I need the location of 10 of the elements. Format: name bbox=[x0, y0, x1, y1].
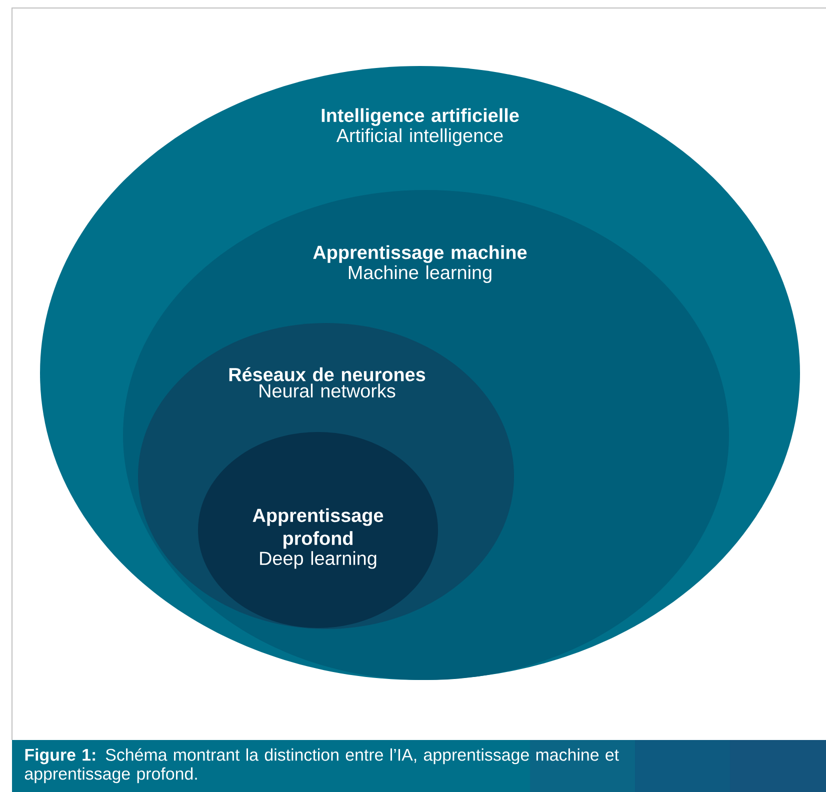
ellipse bbox=[198, 432, 438, 628]
subheading: Deep learning bbox=[260, 551, 376, 569]
heading: Apprentissage machine bbox=[313, 245, 527, 263]
heading: Réseaux de neurones bbox=[229, 367, 426, 382]
heading: Apprentissage profond bbox=[252, 508, 384, 549]
subheading: Neural networks bbox=[260, 384, 396, 398]
subheading: Artificial intelligence bbox=[336, 128, 503, 146]
caption: Figure 1: Schéma montrant la distinction entre l’IA, apprentissage machine et apprentissage profond. bbox=[24, 748, 619, 784]
subheading: Machine learning bbox=[348, 265, 492, 283]
heading: Intelligence artificielle bbox=[322, 108, 519, 126]
